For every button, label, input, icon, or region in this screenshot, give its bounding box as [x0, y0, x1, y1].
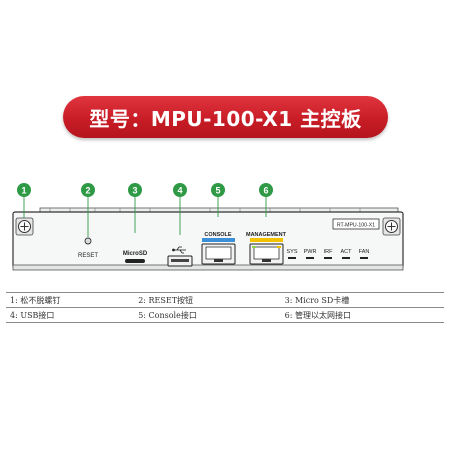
legend-cell: 6: 管理以太网接口	[280, 307, 444, 323]
svg-text:4: 4	[177, 186, 182, 196]
bottom-rail	[12, 264, 404, 271]
led-fan	[360, 257, 368, 259]
legend-cell: 1: 松不脱螺钉	[6, 292, 135, 308]
led-label-fan: FAN	[359, 249, 370, 255]
led-irf	[324, 257, 332, 259]
led-label-sys: SYS	[286, 249, 297, 255]
usb-icon	[172, 246, 186, 254]
svg-text:6: 6	[263, 186, 268, 196]
management-activity-led	[277, 246, 281, 248]
management-port-opening	[253, 246, 280, 260]
legend-cell: 5: Console接口	[134, 307, 281, 323]
led-act	[342, 257, 350, 259]
svg-text:5: 5	[215, 186, 220, 196]
callout-3: 3	[128, 183, 142, 197]
svg-text:1: 1	[21, 186, 26, 196]
microsd-slot	[125, 259, 145, 263]
model-title-banner: 型号：MPU-100-X1 主控板	[63, 96, 388, 138]
callout-6: 6	[259, 183, 273, 197]
captive-screw-right	[382, 217, 401, 236]
reset-button	[84, 237, 92, 245]
captive-screw-left	[15, 217, 34, 236]
console-port-clip	[214, 259, 223, 262]
model-label-plate	[332, 218, 380, 230]
reset-label: RESET	[78, 253, 98, 259]
component-legend-table: 1: 松不脱螺钉 2: RESET按钮 3: Micro SD卡槽 4: USB…	[6, 292, 444, 323]
model-label: RT-MPU-100-X1	[337, 223, 375, 229]
console-color-bar	[202, 238, 235, 242]
management-link-led	[252, 246, 256, 248]
svg-text:2: 2	[85, 186, 90, 196]
led-label-irf: IRF	[324, 249, 334, 255]
callout-5: 5	[211, 183, 225, 197]
management-label: MANAGEMENT	[246, 232, 287, 238]
console-port-opening	[205, 246, 232, 260]
led-pwr	[306, 257, 314, 259]
svg-text:3: 3	[132, 186, 137, 196]
management-port-clip	[262, 259, 271, 262]
legend-row: 1: 松不脱螺钉 2: RESET按钮 3: Micro SD卡槽	[6, 292, 444, 308]
callout-4: 4	[173, 183, 187, 197]
callout-1: 1	[17, 183, 31, 197]
legend-cell: 4: USB接口	[6, 307, 135, 323]
microsd-label: MicroSD	[123, 251, 148, 257]
console-label: CONSOLE	[204, 232, 232, 238]
management-color-bar	[250, 238, 283, 242]
device-panel-diagram: 1 2 3 4 5 6 RESET MicroSD CONSOLE MANAGE…	[12, 183, 404, 271]
legend-row: 4: USB接口 5: Console接口 6: 管理以太网接口	[6, 307, 444, 323]
legend-cell: 3: Micro SD卡槽	[280, 292, 444, 308]
led-label-act: ACT	[341, 249, 353, 255]
led-label-pwr: PWR	[304, 249, 317, 255]
usb-port-tongue	[171, 259, 189, 262]
callout-2: 2	[81, 183, 95, 197]
led-sys	[288, 257, 296, 259]
legend-cell: 2: RESET按钮	[134, 292, 281, 308]
